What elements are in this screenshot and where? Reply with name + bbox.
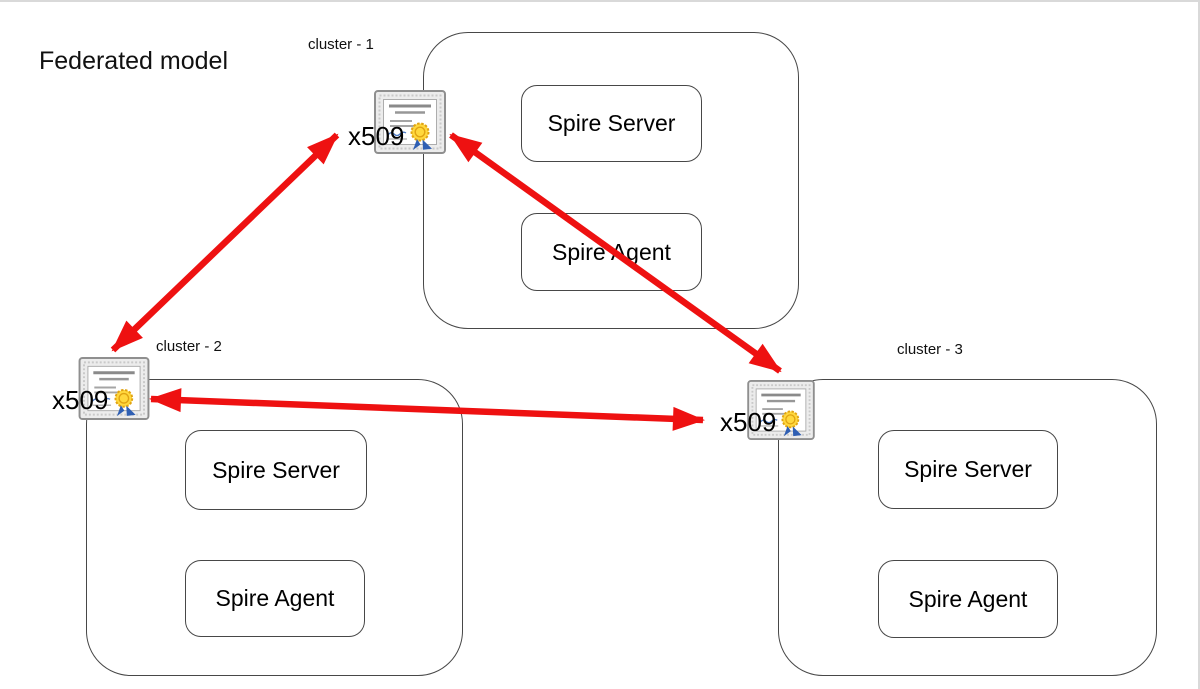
cluster-2-label: cluster - 2 [156,338,222,355]
cluster-3-spire-agent-box: Spire Agent [878,560,1058,638]
cluster-2-spire-agent-box: Spire Agent [185,560,365,637]
federation-arrow-cluster1-cluster2 [110,132,340,353]
cluster-2-box [86,379,463,676]
spire-agent-label: Spire Agent [215,585,335,611]
cluster-3-label: cluster - 3 [897,341,963,358]
cluster-1-spire-agent-box: Spire Agent [521,213,702,291]
cluster-1-x509-label: x509 [348,121,405,151]
cluster-1-label: cluster - 1 [308,36,374,53]
spire-server-label: Spire Server [904,456,1032,482]
cluster-2-spire-server-box: Spire Server [185,430,367,510]
cluster-3-spire-server-box: Spire Server [878,430,1058,509]
spire-agent-label: Spire Agent [552,238,671,265]
cluster-3-x509-label: x509 [720,407,777,437]
cluster-2-x509-label: x509 [52,385,109,415]
cluster-1-spire-server-box: Spire Server [521,85,702,162]
spire-server-label: Spire Server [212,456,340,483]
diagram-title: Federated model [39,47,229,75]
cluster-3-box [778,379,1157,676]
spire-agent-label: Spire Agent [908,585,1028,612]
spire-server-label: Spire Server [547,110,676,136]
